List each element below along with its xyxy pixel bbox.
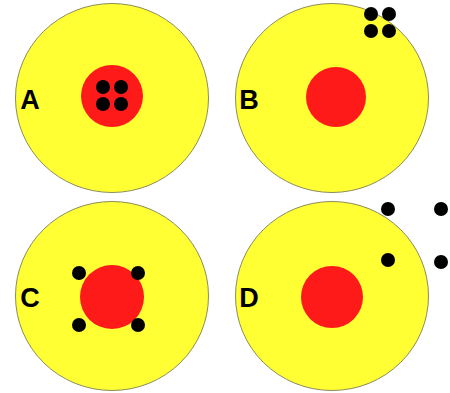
particle-group: [72, 7, 448, 332]
nucleus-group: [80, 65, 366, 329]
particle: [434, 202, 448, 216]
particle: [114, 80, 128, 94]
nucleus: [301, 266, 363, 328]
particle: [96, 97, 110, 111]
particle: [131, 318, 145, 332]
particle: [434, 255, 448, 269]
particle: [381, 202, 395, 216]
particle: [364, 24, 378, 38]
particle: [381, 253, 395, 267]
particle: [114, 97, 128, 111]
nucleus: [306, 67, 366, 127]
panel-letter: A: [20, 87, 40, 114]
particle: [72, 266, 86, 280]
particle: [382, 24, 396, 38]
cell-body: [236, 4, 429, 193]
cell-body: [16, 202, 209, 391]
panel-letter: D: [239, 285, 259, 312]
cell-body: [236, 202, 429, 391]
particle: [382, 7, 396, 21]
particle: [72, 318, 86, 332]
particle: [96, 80, 110, 94]
particle: [364, 7, 378, 21]
particle: [131, 266, 145, 280]
cell-body: [16, 4, 209, 193]
panel-letter: B: [239, 87, 259, 114]
panel-letter: C: [20, 285, 40, 312]
nucleus: [81, 65, 143, 127]
